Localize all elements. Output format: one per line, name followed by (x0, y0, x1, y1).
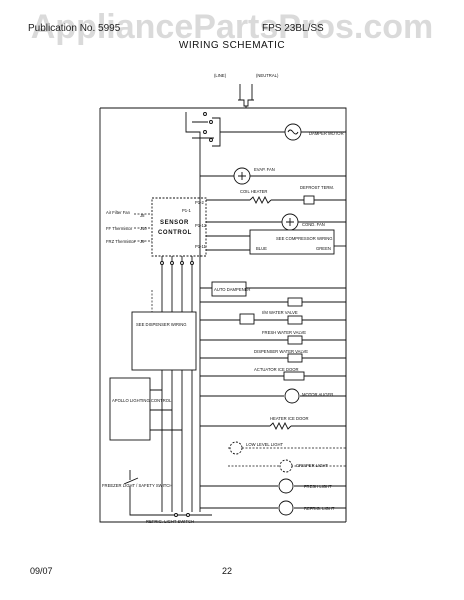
auto-dampener: AUTO DAMPENER (200, 281, 346, 297)
dispenser-valve-label: DISPENSER WATER VALVE (254, 349, 308, 354)
freezer-switch-label: FREEZER LIGHT / SAFETY SWITCH (102, 483, 172, 488)
icemaker-valve-label: I/M WATER VALVE (262, 310, 298, 315)
light-rows: LOW LEVEL LIGHT CRISPER LIGHT FRESH LIGH… (200, 441, 346, 516)
pin-j9: J9 (140, 239, 145, 244)
defrost-term-label: DEFROST TERM. (300, 185, 334, 190)
blue-wire-label: BLUE (256, 246, 267, 251)
bus-wires (161, 152, 201, 512)
control-title-2: CONTROL (158, 230, 192, 236)
page-title: WIRING SCHEMATIC (178, 40, 286, 51)
evap-fan: EVAP. FAN (200, 167, 346, 185)
auto-dampener-label: AUTO DAMPENER (214, 287, 250, 292)
coil-heater-label: COIL HEATER (240, 189, 267, 194)
auger-label: MOTOR AUGER (302, 392, 333, 397)
fresh-valve-label: FRESH WATER VALVE (262, 330, 306, 335)
dispenser-wiring-box: SEE DISPENSER WIRING (131, 290, 197, 371)
publication-number: Publication No. 5995 (28, 23, 121, 34)
relay-pin-3: P1-11 (195, 244, 207, 249)
low-level-label: LOW LEVEL LIGHT (246, 442, 284, 447)
crisper-label: CRISPER LIGHT (296, 463, 329, 468)
ref-light-label: REFRIG. LIGHT (304, 506, 335, 511)
damper-motor: DAMPER MOTOR (220, 123, 346, 141)
dispenser-ref-label: SEE DISPENSER WIRING (136, 322, 187, 327)
valve-rows: I/M WATER VALVE FRESH WATER VALVE DISPEN… (200, 297, 346, 363)
control-title-1: SENSOR (160, 220, 189, 226)
line-label: (LINE) (214, 73, 227, 78)
evap-fan-label: EVAP. FAN (254, 167, 275, 172)
input-frz-thermistor: FRZ Thermistor (106, 239, 136, 244)
relay-pin-2: P1-12 (195, 223, 207, 228)
green-wire-label: GREEN (316, 246, 331, 251)
lighting-label: APOLLO LIGHTING CONTROL (112, 398, 172, 403)
apollo-lighting-control: APOLLO LIGHTING CONTROL (109, 377, 182, 441)
input-ff-thermistor: FF Thermistor (106, 226, 133, 231)
compressor-block: SEE COMPRESSOR WIRING BLUE GREEN (206, 229, 346, 255)
watermark-logo: AppliancePartsPros.com (30, 8, 434, 46)
cond-fan-label: COND. FAN (302, 222, 325, 227)
damper-motor-label: DAMPER MOTOR (309, 131, 344, 136)
door-switch-cluster (185, 112, 221, 152)
heater-ice-door: HEATER ICE DOOR (200, 416, 346, 431)
refrig-switch-label: REFRIG. LIGHT SWITCH (146, 519, 194, 524)
power-cord: (LINE) (NEUTRAL) (214, 73, 279, 108)
compressor-label: SEE COMPRESSOR WIRING (276, 236, 333, 241)
input-air-filter: Air Filter Fan (106, 210, 131, 215)
page-number: 22 (222, 566, 233, 576)
pin-j10: J10 (140, 226, 147, 231)
relay-pin-1: P1-1 (182, 208, 192, 213)
cond-fan: COND. FAN (206, 213, 346, 231)
dispenser-motors: ACTUATOR ICE DOOR MOTOR AUGER (200, 367, 346, 404)
ice-door-label: ACTUATOR ICE DOOR (254, 367, 299, 372)
defrost-circuit: COIL HEATER DEFROST TERM. (200, 185, 346, 205)
footer-date: 09/07 (30, 566, 53, 576)
fresh-light-label: FRESH LIGHT (304, 484, 332, 489)
neutral-label: (NEUTRAL) (256, 73, 279, 78)
model-number: FPS 23BL/SS (262, 23, 324, 34)
door-switches: FREEZER LIGHT / SAFETY SWITCH REFRIG. LI… (102, 470, 212, 524)
pin-j8: J8 (140, 213, 145, 218)
heater-door-label: HEATER ICE DOOR (270, 416, 309, 421)
control-inputs: Air Filter Fan FF Thermistor FRZ Thermis… (106, 210, 152, 244)
sensor-control-board: SENSOR CONTROL P1-1 P1-12 P1-11 P1-2 (151, 197, 207, 265)
